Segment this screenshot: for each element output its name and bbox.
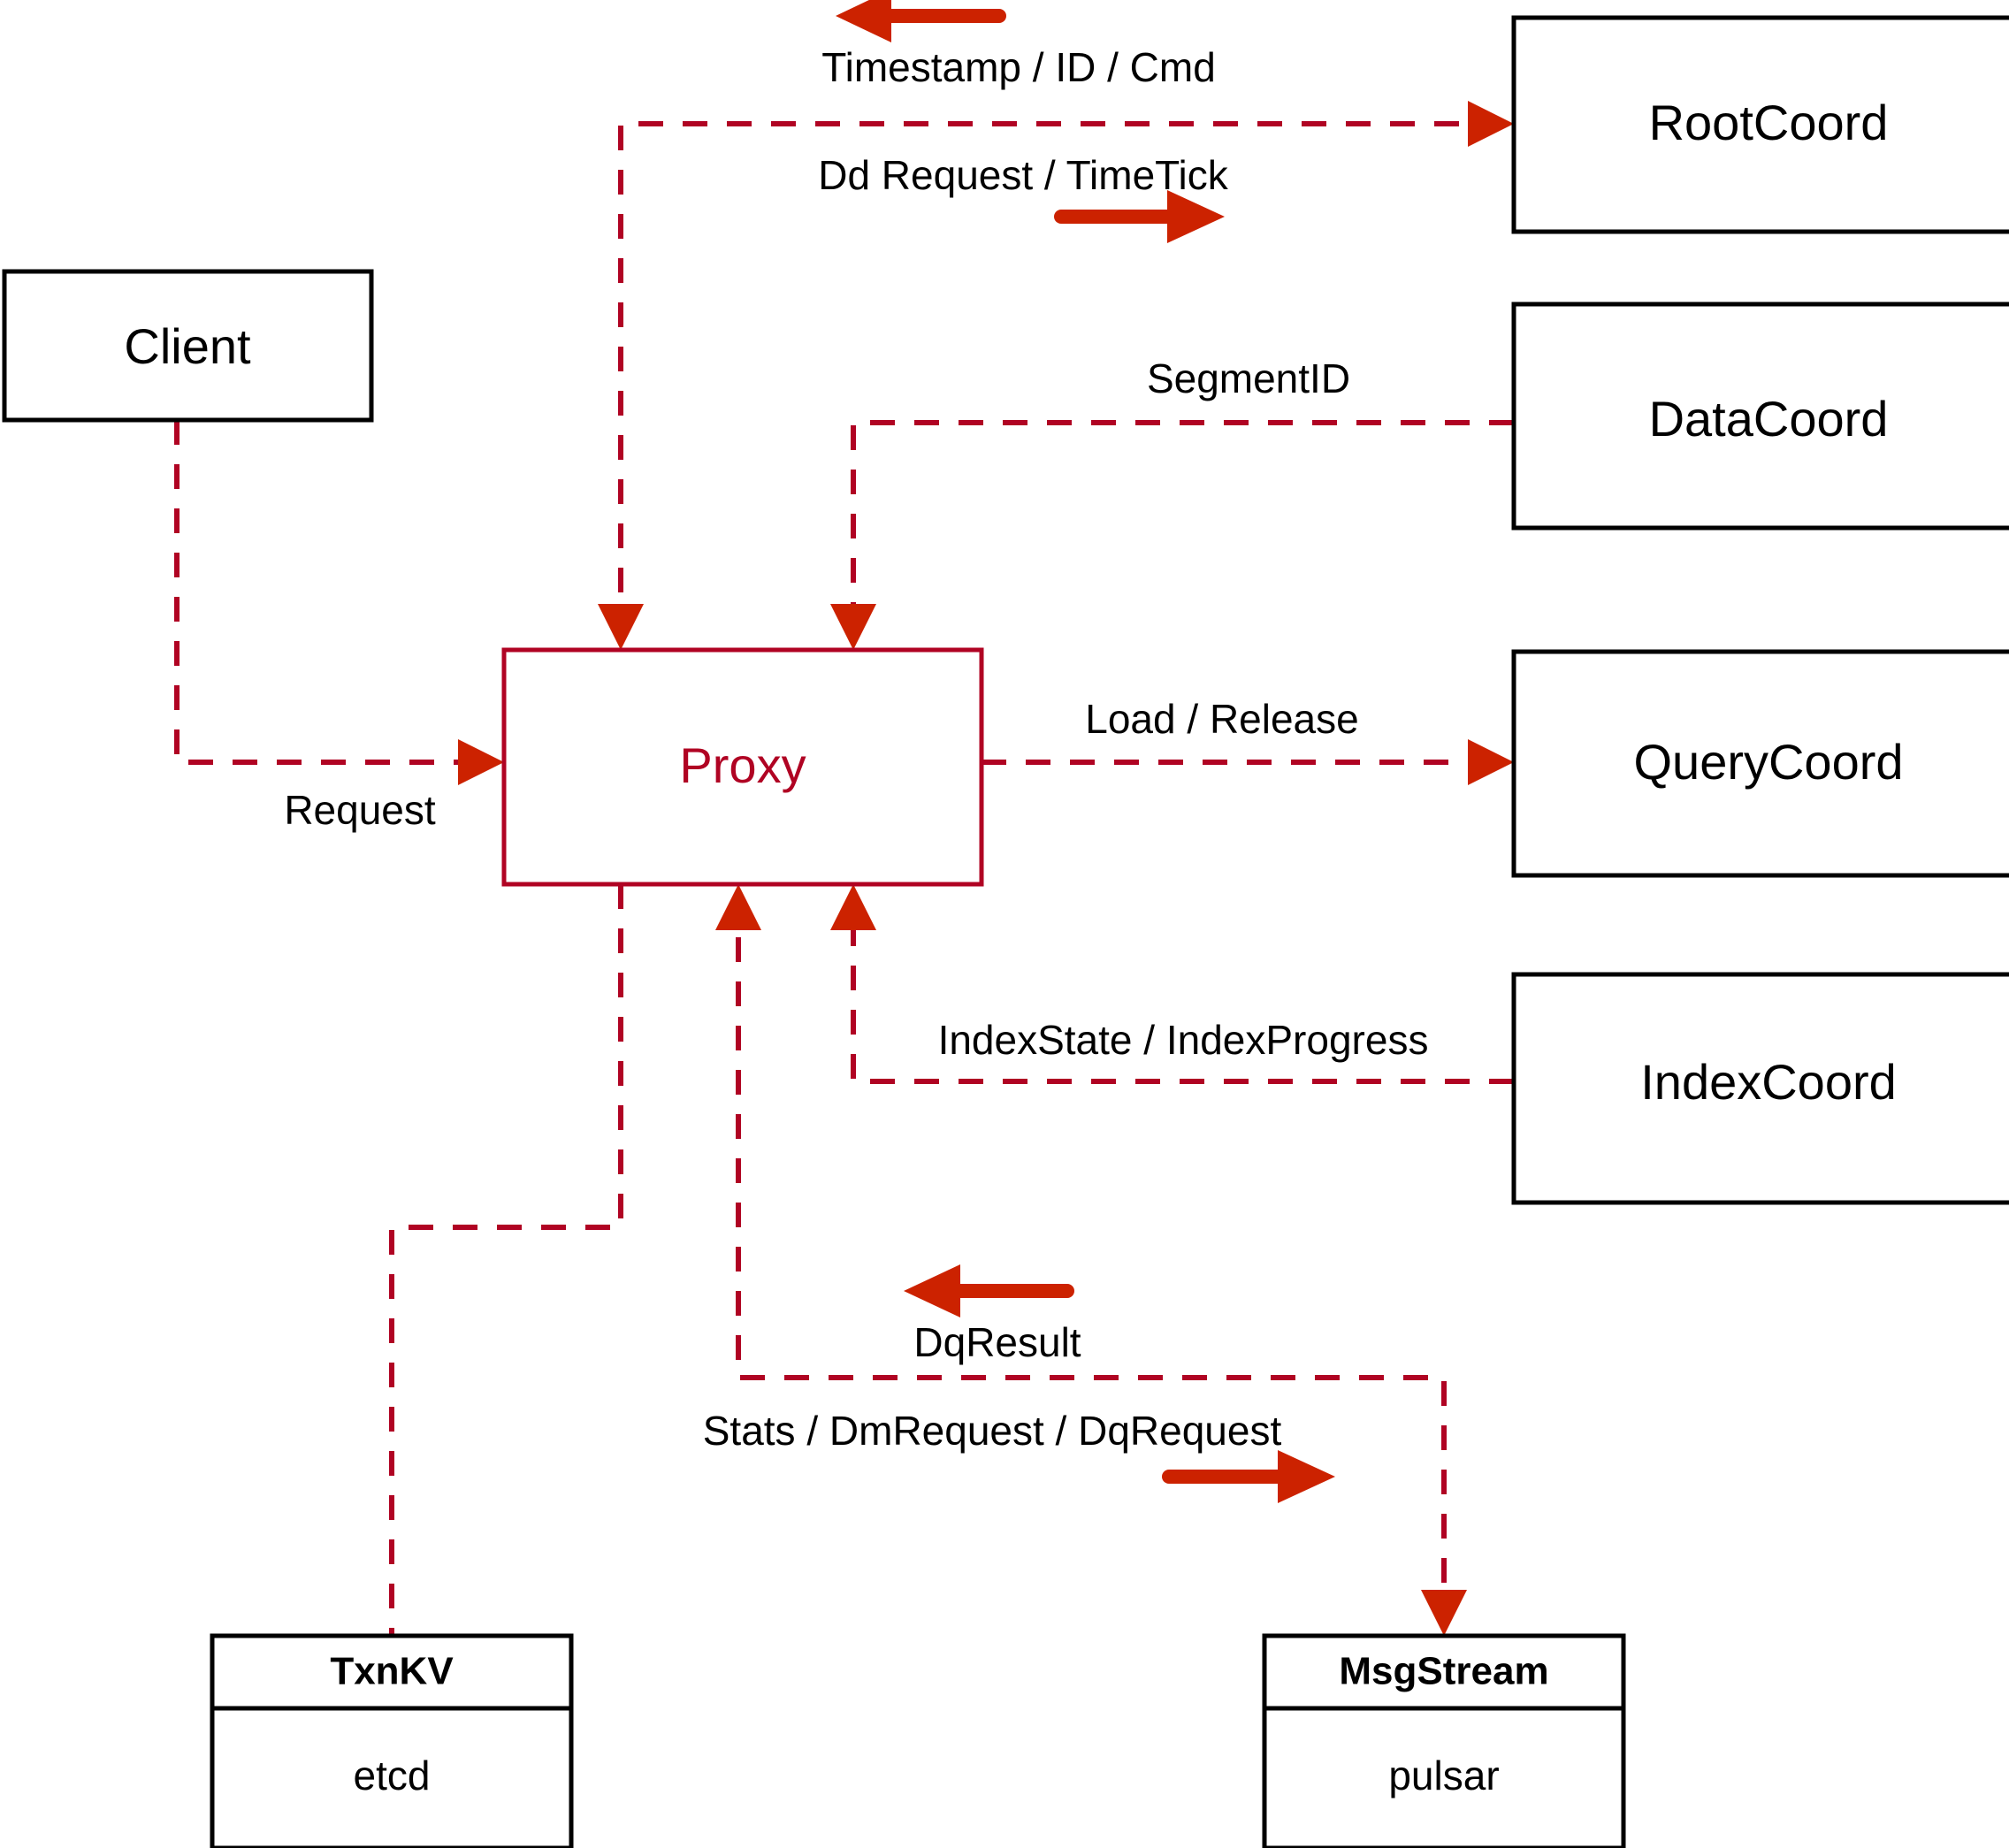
node-querycoord[interactable]: QueryCoord [1511, 649, 2009, 878]
edge-label-load-release: Load / Release [1085, 696, 1358, 742]
node-rootcoord[interactable]: RootCoord [1511, 15, 2009, 234]
edge-proxy-to-txnkv [389, 884, 623, 1636]
edge-label-timestamp-id-cmd: Timestamp / ID / Cmd [821, 44, 1216, 90]
node-proxy[interactable]: Proxy [501, 647, 984, 887]
edge-proxy-to-rootcoord-arrowhead [1468, 101, 1514, 147]
edge-indexcoord-to-proxy-arrowhead [830, 884, 876, 930]
edge-proxy-to-querycoord-arrowhead [1468, 739, 1514, 785]
edge-rootcoord-to-proxy [618, 121, 1503, 641]
node-client[interactable]: Client [2, 269, 374, 423]
node-datacoord-label: DataCoord [1649, 391, 1889, 447]
edge-label-dq-result: DqResult [913, 1319, 1081, 1365]
node-rootcoord-label: RootCoord [1649, 95, 1889, 150]
node-proxy-label: Proxy [679, 737, 806, 793]
node-msgstream[interactable]: MsgStream pulsar [1262, 1633, 1626, 1848]
edge-label-dd-request-timetick: Dd Request / TimeTick [818, 152, 1229, 198]
edge-client-to-proxy-arrowhead [458, 739, 504, 785]
node-client-label: Client [124, 318, 251, 374]
edge-label-stats-dm-dq-request: Stats / DmRequest / DqRequest [703, 1408, 1282, 1454]
edge-label-request: Request [284, 787, 436, 833]
edge-proxy-to-msgstream [736, 893, 1447, 1625]
edge-rootcoord-to-proxy-arrowhead [598, 604, 644, 650]
edge-label-index-state-progress: IndexState / IndexProgress [938, 1017, 1429, 1063]
edge-datacoord-to-proxy-arrowhead [830, 604, 876, 650]
node-indexcoord[interactable]: IndexCoord [1511, 972, 2009, 1205]
stats-dm-dq-request-arrow [1162, 1450, 1335, 1503]
node-querycoord-label: QueryCoord [1633, 734, 1903, 790]
dq-result-arrow [904, 1264, 1074, 1317]
node-txnkv-impl: etcd [354, 1753, 431, 1798]
dd-request-timetick-arrow [1054, 190, 1225, 243]
node-indexcoord-label: IndexCoord [1640, 1054, 1897, 1110]
timestamp-id-cmd-arrow [836, 0, 1006, 42]
node-txnkv-title: TxnKV [330, 1650, 454, 1693]
edge-label-segment-id: SegmentID [1147, 355, 1350, 401]
node-msgstream-title: MsgStream [1339, 1650, 1548, 1693]
edge-client-to-proxy [174, 420, 495, 765]
edge-proxy-to-msgstream-arrowhead [1421, 1590, 1467, 1636]
node-datacoord[interactable]: DataCoord [1511, 302, 2009, 531]
node-msgstream-impl: pulsar [1388, 1753, 1499, 1798]
edge-msgstream-to-proxy-arrowhead [715, 884, 761, 930]
edge-datacoord-to-proxy [851, 420, 1514, 641]
node-txnkv[interactable]: TxnKV etcd [210, 1633, 574, 1848]
